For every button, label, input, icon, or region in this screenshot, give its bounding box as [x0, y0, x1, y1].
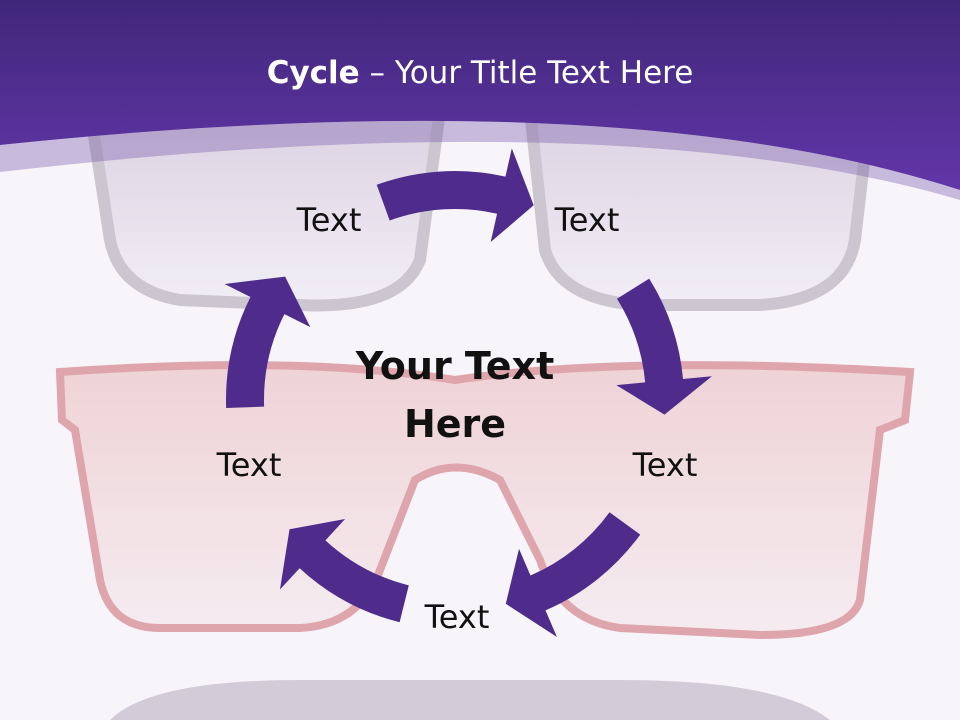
header-translucent-arc [0, 120, 960, 200]
title-rest: – Your Title Text Here [359, 55, 694, 91]
center-text-line2: Here [403, 402, 507, 446]
step-label-2: Text [554, 201, 620, 239]
center-text-line1: Your Text [355, 344, 555, 388]
center-text: Your Text Here [356, 337, 554, 453]
step-label-5: Text [216, 446, 282, 484]
cycle-arrow-3 [505, 512, 641, 638]
cycle-arrow-1 [376, 148, 534, 242]
background-glasses-image [55, 104, 915, 720]
step-label-1: Text [296, 201, 362, 239]
cycle-arrow-4 [279, 519, 409, 623]
cycle-arrow-5 [224, 276, 311, 408]
step-label-4: Text [424, 598, 490, 636]
slide-title: Cycle – Your Title Text Here [0, 55, 960, 91]
step-label-3: Text [632, 446, 698, 484]
header-band [0, 0, 960, 190]
cycle-arrow-2 [616, 278, 712, 415]
title-bold: Cycle [266, 55, 360, 91]
